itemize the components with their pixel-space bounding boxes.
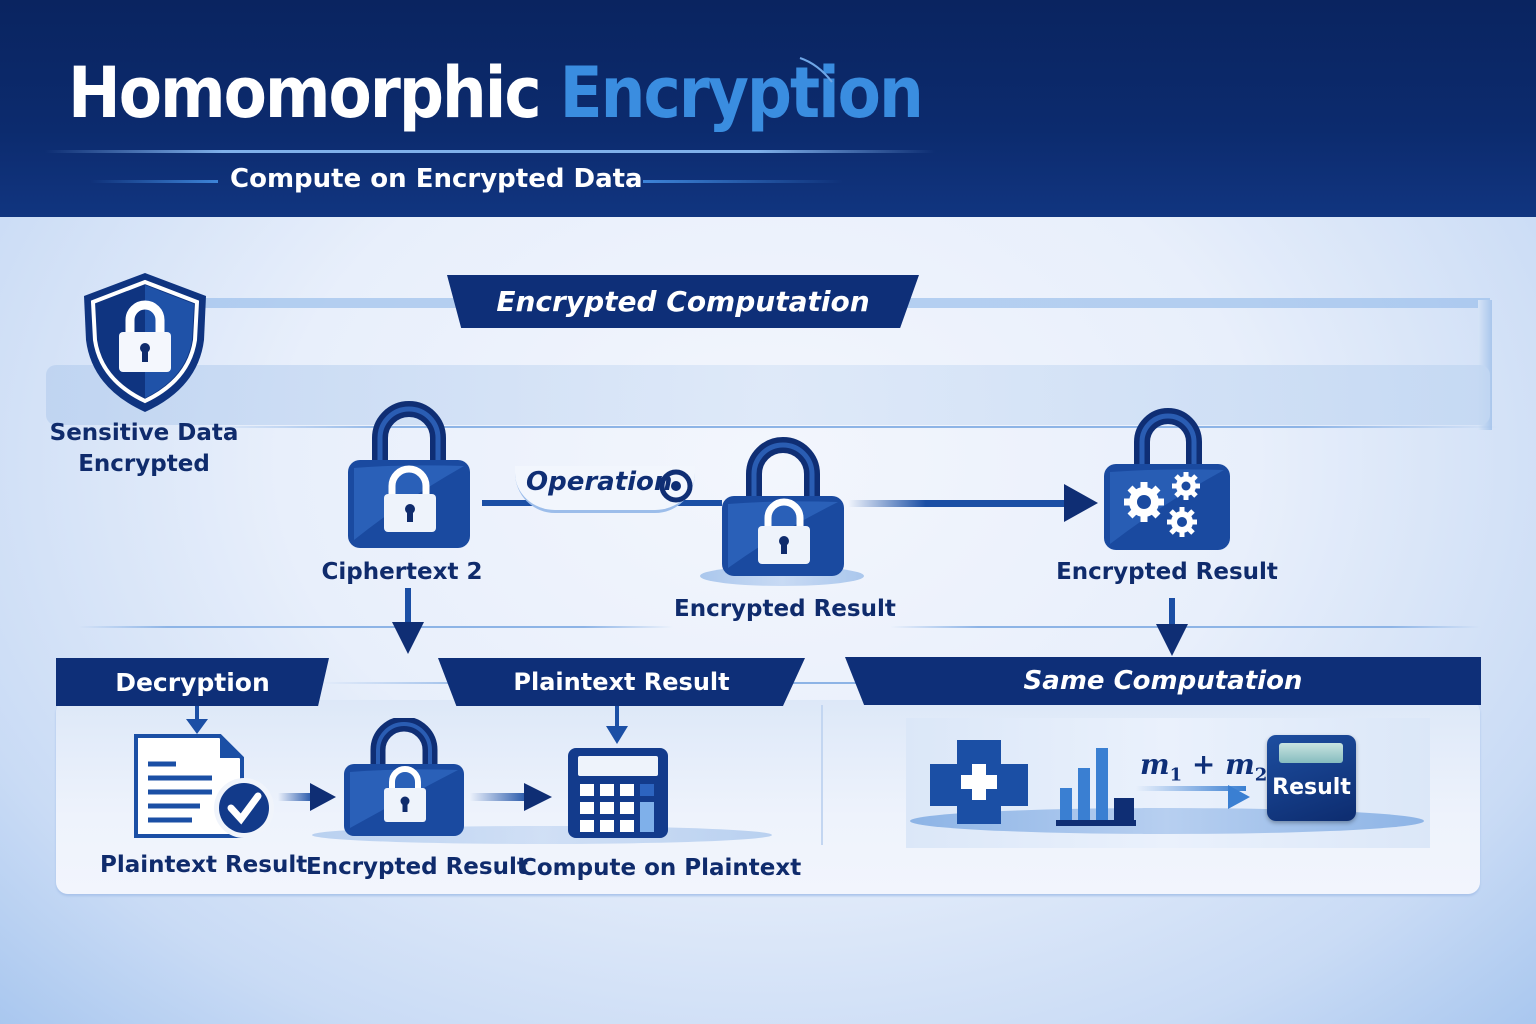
arrow-shaft [278, 793, 314, 801]
document-check-icon [134, 734, 274, 838]
title-divider [45, 150, 935, 153]
title-part-2: Encryption [559, 52, 924, 134]
padlock-icon [344, 718, 464, 836]
operation-label: Operation [526, 467, 673, 497]
page-subtitle: Compute on Encrypted Data [230, 164, 643, 194]
result-label: Result [1272, 775, 1351, 800]
banner-same-computation: Same Computation [845, 657, 1481, 705]
shield-lock-icon [84, 273, 206, 412]
formula-m1-plus-m2: m1 + m2› [1140, 748, 1276, 786]
upper-thin-line [200, 426, 1500, 428]
arrow-shaft [848, 500, 1070, 507]
target-icon [659, 469, 693, 503]
arrow-right-icon [310, 783, 336, 811]
calculator-icon [568, 748, 668, 838]
arrow-right-icon [1064, 484, 1098, 522]
padlock-icon [348, 401, 470, 548]
arrow-down-icon [392, 588, 424, 654]
arrow-right-icon [524, 783, 552, 811]
sensitive-label-line1: Sensitive Data [49, 420, 239, 446]
arrow-right-icon [1228, 785, 1250, 809]
arrow-shaft [1136, 786, 1246, 791]
padlock-icon [722, 437, 844, 576]
sensitive-label-line2: Encrypted [78, 451, 210, 477]
node-label-ciphertext-2: Ciphertext 2 [321, 559, 483, 585]
arrow-down-icon [1156, 598, 1188, 656]
banner-decryption: Decryption [56, 658, 329, 706]
result-display: Result [1267, 735, 1356, 821]
lower-divider [821, 705, 823, 845]
page-title: Homomorphic Encryption [68, 52, 924, 134]
swoosh-decoration-icon [799, 57, 833, 83]
title-part-1: Homomorphic [68, 52, 542, 134]
bar-chart-icon [1056, 748, 1136, 826]
arrow-down-icon [186, 706, 208, 734]
padlock-gears-icon [1104, 408, 1230, 550]
node-label-encrypted-result-2: Encrypted Result [1056, 559, 1278, 585]
item-label-encrypted-result: Encrypted Result [306, 854, 528, 880]
subtitle-rule-right [643, 180, 843, 183]
upper-band [46, 365, 1490, 425]
arrow-shaft [470, 793, 530, 801]
result-screen [1279, 743, 1343, 763]
medical-cross-icon [930, 740, 1028, 824]
item-label-compute-on-plaintext: Compute on Plaintext [520, 855, 802, 881]
item-label-plaintext-result: Plaintext Result [100, 852, 308, 878]
arrow-down-icon [606, 706, 628, 744]
subtitle-rule-left [90, 180, 218, 183]
banner-encrypted-computation: Encrypted Computation [447, 275, 919, 328]
middle-thin-line-left [78, 626, 673, 628]
node-label-encrypted-result-1: Encrypted Result [674, 596, 896, 622]
banner-plaintext-result: Plaintext Result [438, 658, 805, 706]
